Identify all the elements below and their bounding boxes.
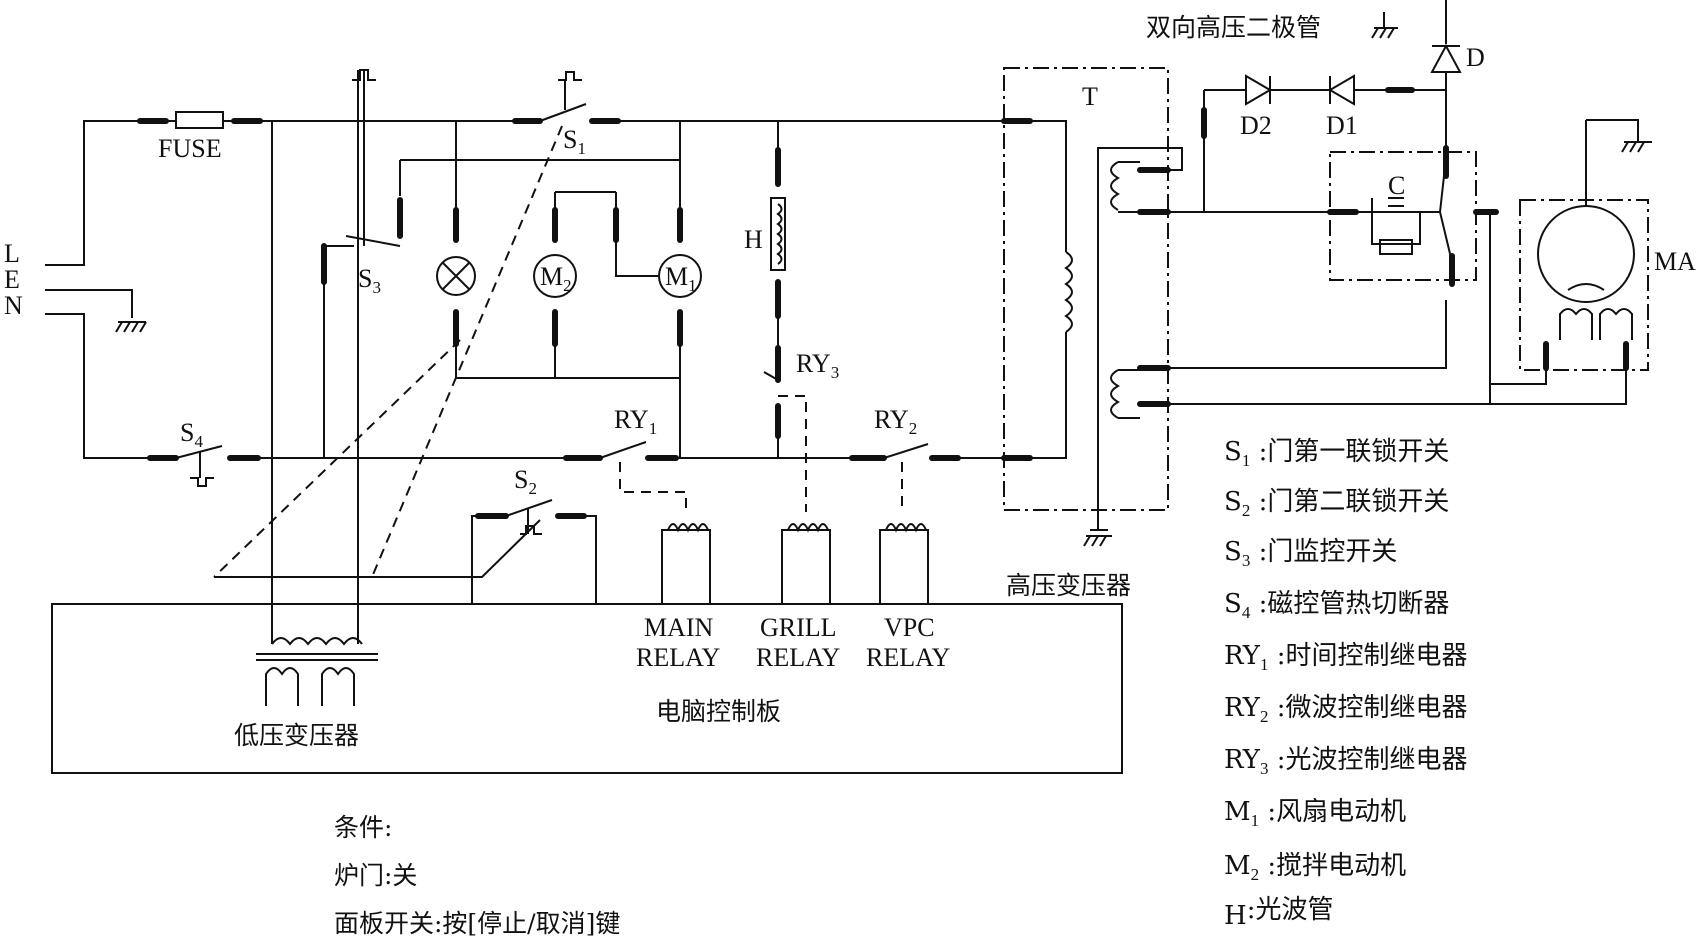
c-label: C <box>1388 171 1405 200</box>
conditions-title: 条件: <box>334 813 392 842</box>
legend-item: RY2 :微波控制继电器 <box>1224 693 1467 726</box>
conditions: 条件: 炉门:关 面板开关:按[停止/取消]键 <box>334 813 620 938</box>
legend-item: RY1 :时间控制继电器 <box>1224 641 1467 674</box>
ma-label: MA <box>1654 247 1696 276</box>
main-relay-label-2: RELAY <box>636 643 720 672</box>
fuse-label: FUSE <box>158 134 222 163</box>
legend-item: RY3 :光波控制继电器 <box>1224 745 1467 778</box>
relay-ry3-contact: RY3 <box>763 345 839 458</box>
grill-relay-coil <box>781 523 831 604</box>
legend-item: S2 :门第二联锁开关 <box>1224 487 1449 520</box>
conditions-door: 炉门:关 <box>334 861 417 890</box>
d-label: D <box>1466 43 1485 72</box>
m2-label: M2 <box>540 262 572 295</box>
hv-transformer: T 高压变压器 <box>1001 67 1183 600</box>
s1-label: S1 <box>563 125 586 158</box>
conditions-panel: 面板开关:按[停止/取消]键 <box>334 909 620 938</box>
low-voltage-transformer: 低压变压器 <box>234 70 378 750</box>
hv-capacitor-c: C <box>1327 145 1499 287</box>
main-relay-label-1: MAIN <box>644 613 714 642</box>
ry3-label: RY3 <box>796 349 839 382</box>
legend-item: S4 :磁控管热切断器 <box>1224 589 1449 622</box>
terminal-e-label: E <box>4 265 20 294</box>
hv-diode-label: 双向高压二极管 <box>1146 13 1321 42</box>
vpc-relay-label-2: RELAY <box>866 643 950 672</box>
vpc-relay-coil <box>879 523 929 604</box>
d2-label: D2 <box>1240 111 1272 140</box>
hv-diodes: 双向高压二极管 D D2 D1 <box>1146 0 1485 212</box>
switch-s3-door-monitor: S3 <box>321 69 403 458</box>
fan-motor-m1: M1 <box>613 207 702 458</box>
switch-s2: S2 <box>214 465 597 604</box>
lv-transformer-label: 低压变压器 <box>234 721 359 750</box>
legend-item: M1 :风扇电动机 <box>1224 797 1406 830</box>
d1-label: D1 <box>1326 111 1358 140</box>
hv-transformer-label: 高压变压器 <box>1006 571 1131 600</box>
fuse: FUSE <box>137 111 263 163</box>
control-board-label: 电脑控制板 <box>656 697 781 726</box>
grill-relay-label-1: GRILL <box>760 613 837 642</box>
legend-item: S1 :门第一联锁开关 <box>1224 437 1449 470</box>
relay-ry2-contact: RY2 <box>849 405 961 461</box>
magnetron-ma: MA <box>1489 119 1696 405</box>
control-board: 电脑控制板 MAIN RELAY GRILL RELAY VPC RELAY <box>51 603 1123 774</box>
legend-item: S3 :门监控开关 <box>1224 537 1397 570</box>
grill-relay-label-2: RELAY <box>756 643 840 672</box>
input-terminals: L E N <box>4 120 150 459</box>
m1-label: M1 <box>665 262 697 295</box>
s3-label: S3 <box>358 264 381 297</box>
vpc-relay-label-1: VPC <box>884 613 935 642</box>
s2-label: S2 <box>514 465 537 498</box>
ry2-label: RY2 <box>874 405 917 438</box>
t-label: T <box>1082 82 1098 111</box>
oven-lamp <box>436 207 476 378</box>
ground-symbol-input <box>115 321 147 333</box>
legend: S1 :门第一联锁开关 S2 :门第二联锁开关 S3 :门监控开关 S4 :磁控… <box>1224 437 1467 931</box>
ry1-label: RY1 <box>614 405 657 438</box>
s4-label: S4 <box>180 418 203 451</box>
relay-ry1-contact: RY1 <box>563 405 679 461</box>
terminal-l-label: L <box>4 239 20 268</box>
legend-item: H:光波管 <box>1224 895 1333 931</box>
h-label: H <box>744 225 763 254</box>
terminal-n-label: N <box>4 291 23 320</box>
stirrer-motor-m2: M2 <box>533 191 617 378</box>
halogen-heater-h: H <box>744 121 786 348</box>
main-relay-coil <box>661 523 711 604</box>
switch-s4-thermal-cutout: S4 <box>147 418 261 487</box>
legend-item: M2 :搅拌电动机 <box>1224 851 1406 884</box>
switch-s1: S1 <box>512 71 621 158</box>
